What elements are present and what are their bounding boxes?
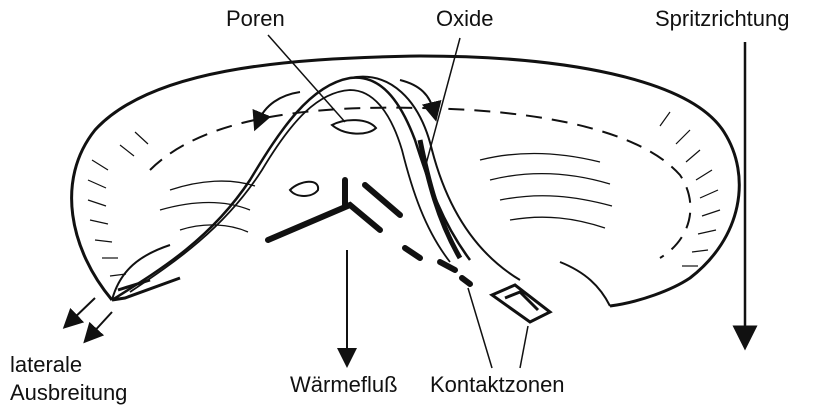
contact-zone-right <box>492 285 550 322</box>
leader-kontakt-1 <box>468 288 492 368</box>
oxide-band <box>420 140 460 258</box>
label-waermefluss: Wärmefluß <box>290 372 398 398</box>
pore-1 <box>332 120 376 134</box>
rim-hatching-right <box>660 112 720 266</box>
leader-poren <box>268 35 345 122</box>
label-oxide: Oxide <box>436 6 493 32</box>
contact-zone-left-corner <box>112 278 180 300</box>
leader-kontakt-2 <box>520 326 528 368</box>
splat-inner-rim <box>112 245 610 306</box>
lateral-arrow-2 <box>90 312 112 336</box>
label-spritzrichtung: Spritzrichtung <box>655 6 790 32</box>
rim-hatching-left <box>88 132 148 276</box>
splat-dashed-boundary <box>150 108 690 258</box>
label-ausbreitung: Ausbreitung <box>10 380 127 406</box>
splat-outer-rim <box>72 56 740 306</box>
label-laterale: laterale <box>10 352 82 378</box>
flow-streaks <box>160 153 612 232</box>
label-kontaktzonen: Kontaktzonen <box>430 372 565 398</box>
lateral-arrow-1 <box>70 298 95 322</box>
label-poren: Poren <box>226 6 285 32</box>
pore-2 <box>290 182 318 196</box>
